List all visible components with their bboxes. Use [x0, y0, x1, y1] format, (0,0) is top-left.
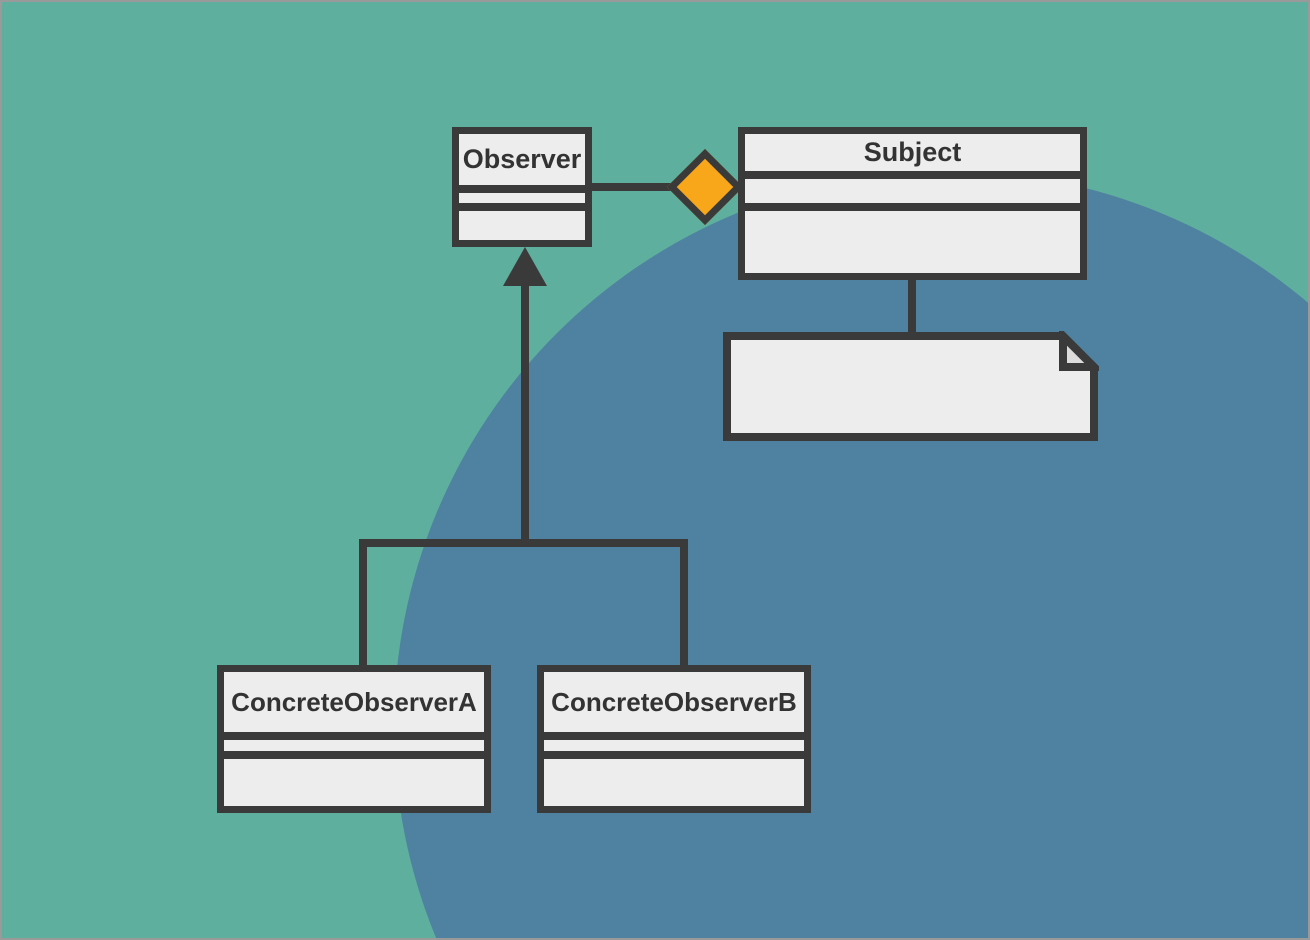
class-title-subject: Subject: [863, 137, 962, 167]
attributes-compartment: [544, 740, 804, 751]
class-box-concrete-observer-a[interactable]: ConcreteObserverA: [217, 665, 491, 813]
methods-compartment: [459, 211, 585, 240]
class-box-observer[interactable]: Observer: [452, 127, 592, 247]
generalization-drop-a[interactable]: [359, 539, 367, 671]
compartment-divider: [459, 203, 585, 211]
aggregation-connector-line[interactable]: [588, 183, 674, 191]
note-fold-corner: [1059, 331, 1099, 371]
note-anchor-line[interactable]: [908, 276, 916, 338]
methods-compartment: [224, 759, 484, 806]
generalization-branch-line[interactable]: [359, 539, 688, 547]
compartment-divider: [544, 732, 804, 740]
background-circle-decoration: [394, 171, 1308, 938]
attributes-compartment: [745, 179, 1080, 203]
aggregation-diamond[interactable]: [666, 148, 744, 226]
methods-compartment: [544, 759, 804, 806]
generalization-arrowhead: [503, 247, 547, 286]
class-title-concrete-observer-a: ConcreteObserverA: [231, 686, 477, 717]
generalization-connector-shaft[interactable]: [521, 274, 529, 547]
compartment-divider: [459, 185, 585, 193]
class-box-concrete-observer-b[interactable]: ConcreteObserverB: [537, 665, 811, 813]
attributes-compartment: [459, 193, 585, 203]
compartment-divider: [745, 171, 1080, 179]
class-box-subject[interactable]: Subject: [738, 127, 1087, 280]
compartment-divider: [745, 203, 1080, 211]
methods-compartment: [745, 211, 1080, 273]
attributes-compartment: [224, 740, 484, 751]
class-title-concrete-observer-b: ConcreteObserverB: [551, 686, 797, 717]
class-title-observer: Observer: [462, 144, 582, 174]
generalization-drop-b[interactable]: [680, 539, 688, 671]
compartment-divider: [224, 732, 484, 740]
compartment-divider: [544, 751, 804, 759]
compartment-divider: [224, 751, 484, 759]
uml-note[interactable]: [722, 331, 1099, 442]
